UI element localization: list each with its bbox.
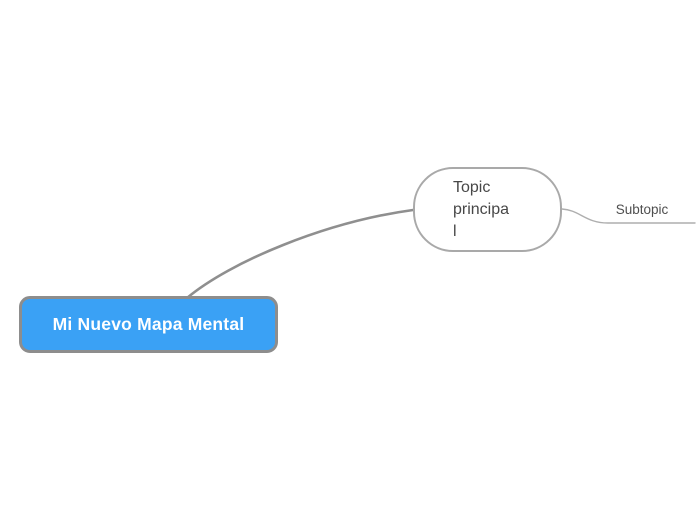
subtopic-label: Subtopic	[615, 202, 669, 217]
main-topic-label: Topic principa l	[415, 177, 525, 243]
subtopic-node[interactable]: Subtopic	[602, 202, 682, 218]
main-topic-label-line-2: principa	[453, 200, 510, 218]
main-topic-label-line-1: Topic	[453, 178, 491, 196]
root-node-label: Mi Nuevo Mapa Mental	[52, 314, 245, 334]
main-topic-node[interactable]: Topic principa l	[413, 167, 562, 252]
main-topic-label-line-3: l	[453, 222, 457, 240]
connector-root-to-main-topic	[185, 208, 415, 300]
root-node[interactable]: Mi Nuevo Mapa Mental	[19, 296, 278, 353]
